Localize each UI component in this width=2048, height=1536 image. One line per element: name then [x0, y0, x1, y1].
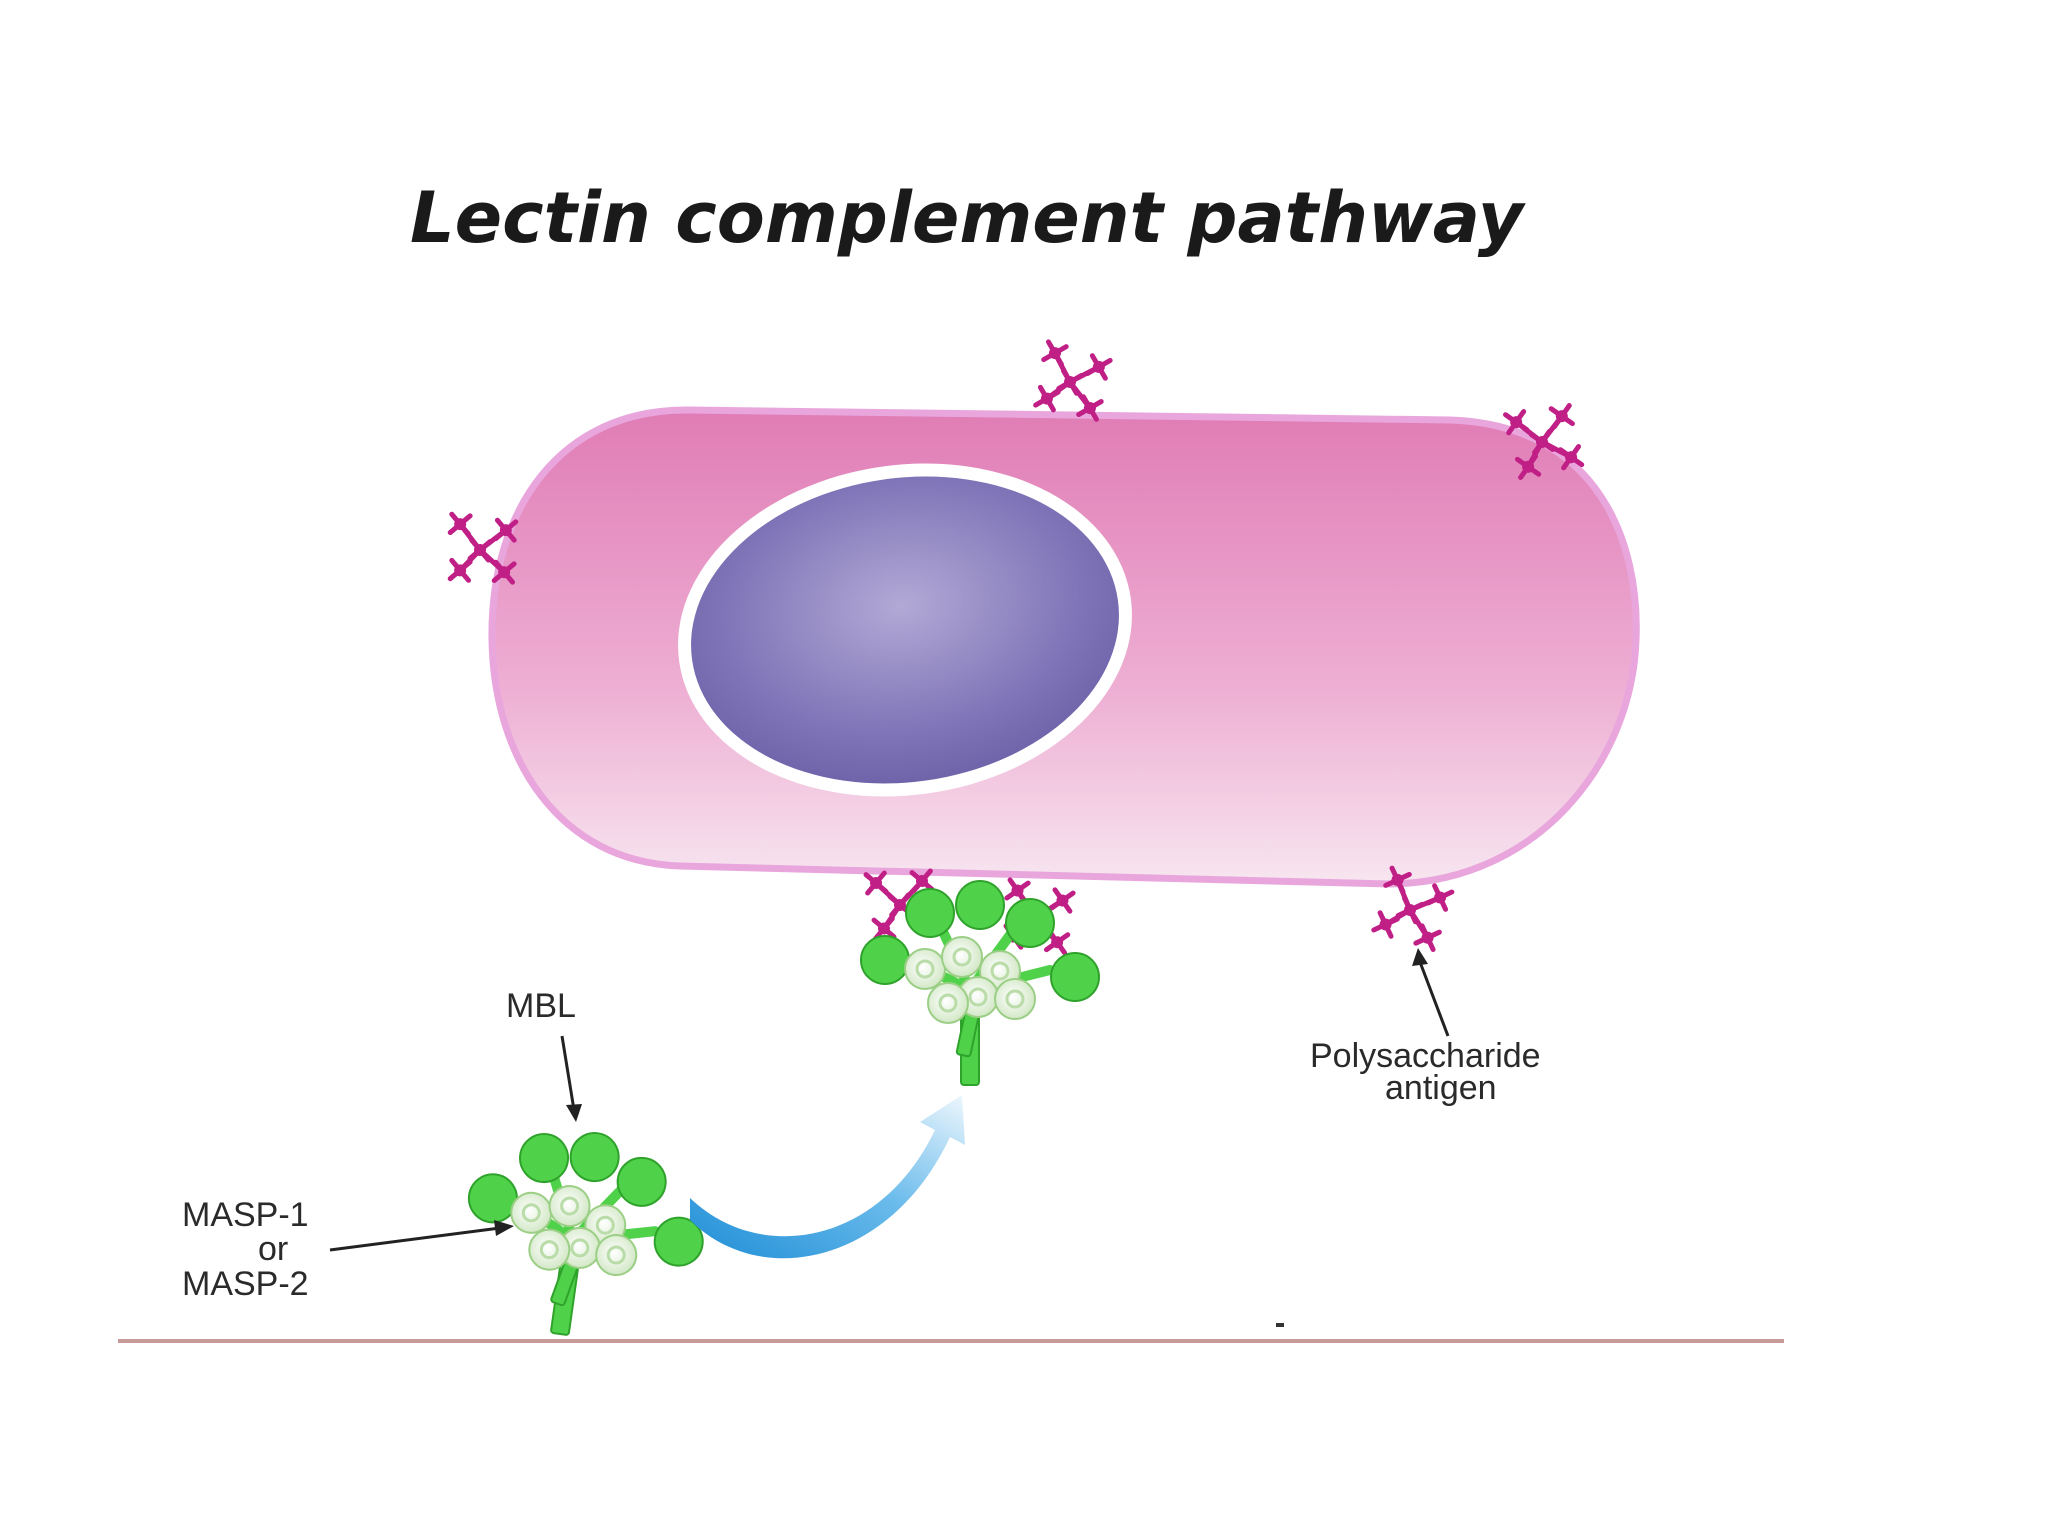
antigen-label-line1: Polysaccharide: [1310, 1037, 1541, 1075]
polysaccharide-antigen-icon: [1503, 403, 1585, 480]
mbl-molecule-bound: [860, 880, 1100, 1086]
diagram-title: Lectin complement pathway: [410, 177, 1527, 259]
masp-label-line1: MASP-1: [182, 1196, 309, 1234]
label-arrows: [329, 948, 1450, 1252]
masp-label-line3: MASP-2: [182, 1265, 309, 1303]
masp-arrow: [329, 1226, 501, 1252]
antigen-label-line2: antigen: [1385, 1069, 1497, 1107]
polysaccharide-antigen-icon: [1371, 865, 1455, 952]
polysaccharide-antigen-icon: [447, 511, 519, 585]
nucleus-body: [691, 476, 1119, 784]
mbl-label: MBL: [506, 987, 576, 1025]
masp-label-line2: or: [258, 1230, 288, 1268]
mbl-molecule-free: [467, 1132, 704, 1336]
antigen-arrow: [1418, 961, 1450, 1037]
nucleus: [678, 463, 1132, 797]
polysaccharide-antigen-icon: [1033, 339, 1113, 422]
mbl-arrow: [560, 1035, 576, 1111]
mbl-molecule-icon: [860, 880, 1100, 1086]
mbl-molecule-icon: [467, 1132, 704, 1336]
small-mark: [1276, 1323, 1284, 1327]
antigen-group: [447, 339, 1585, 956]
curved-arrow-icon: [690, 1095, 965, 1259]
